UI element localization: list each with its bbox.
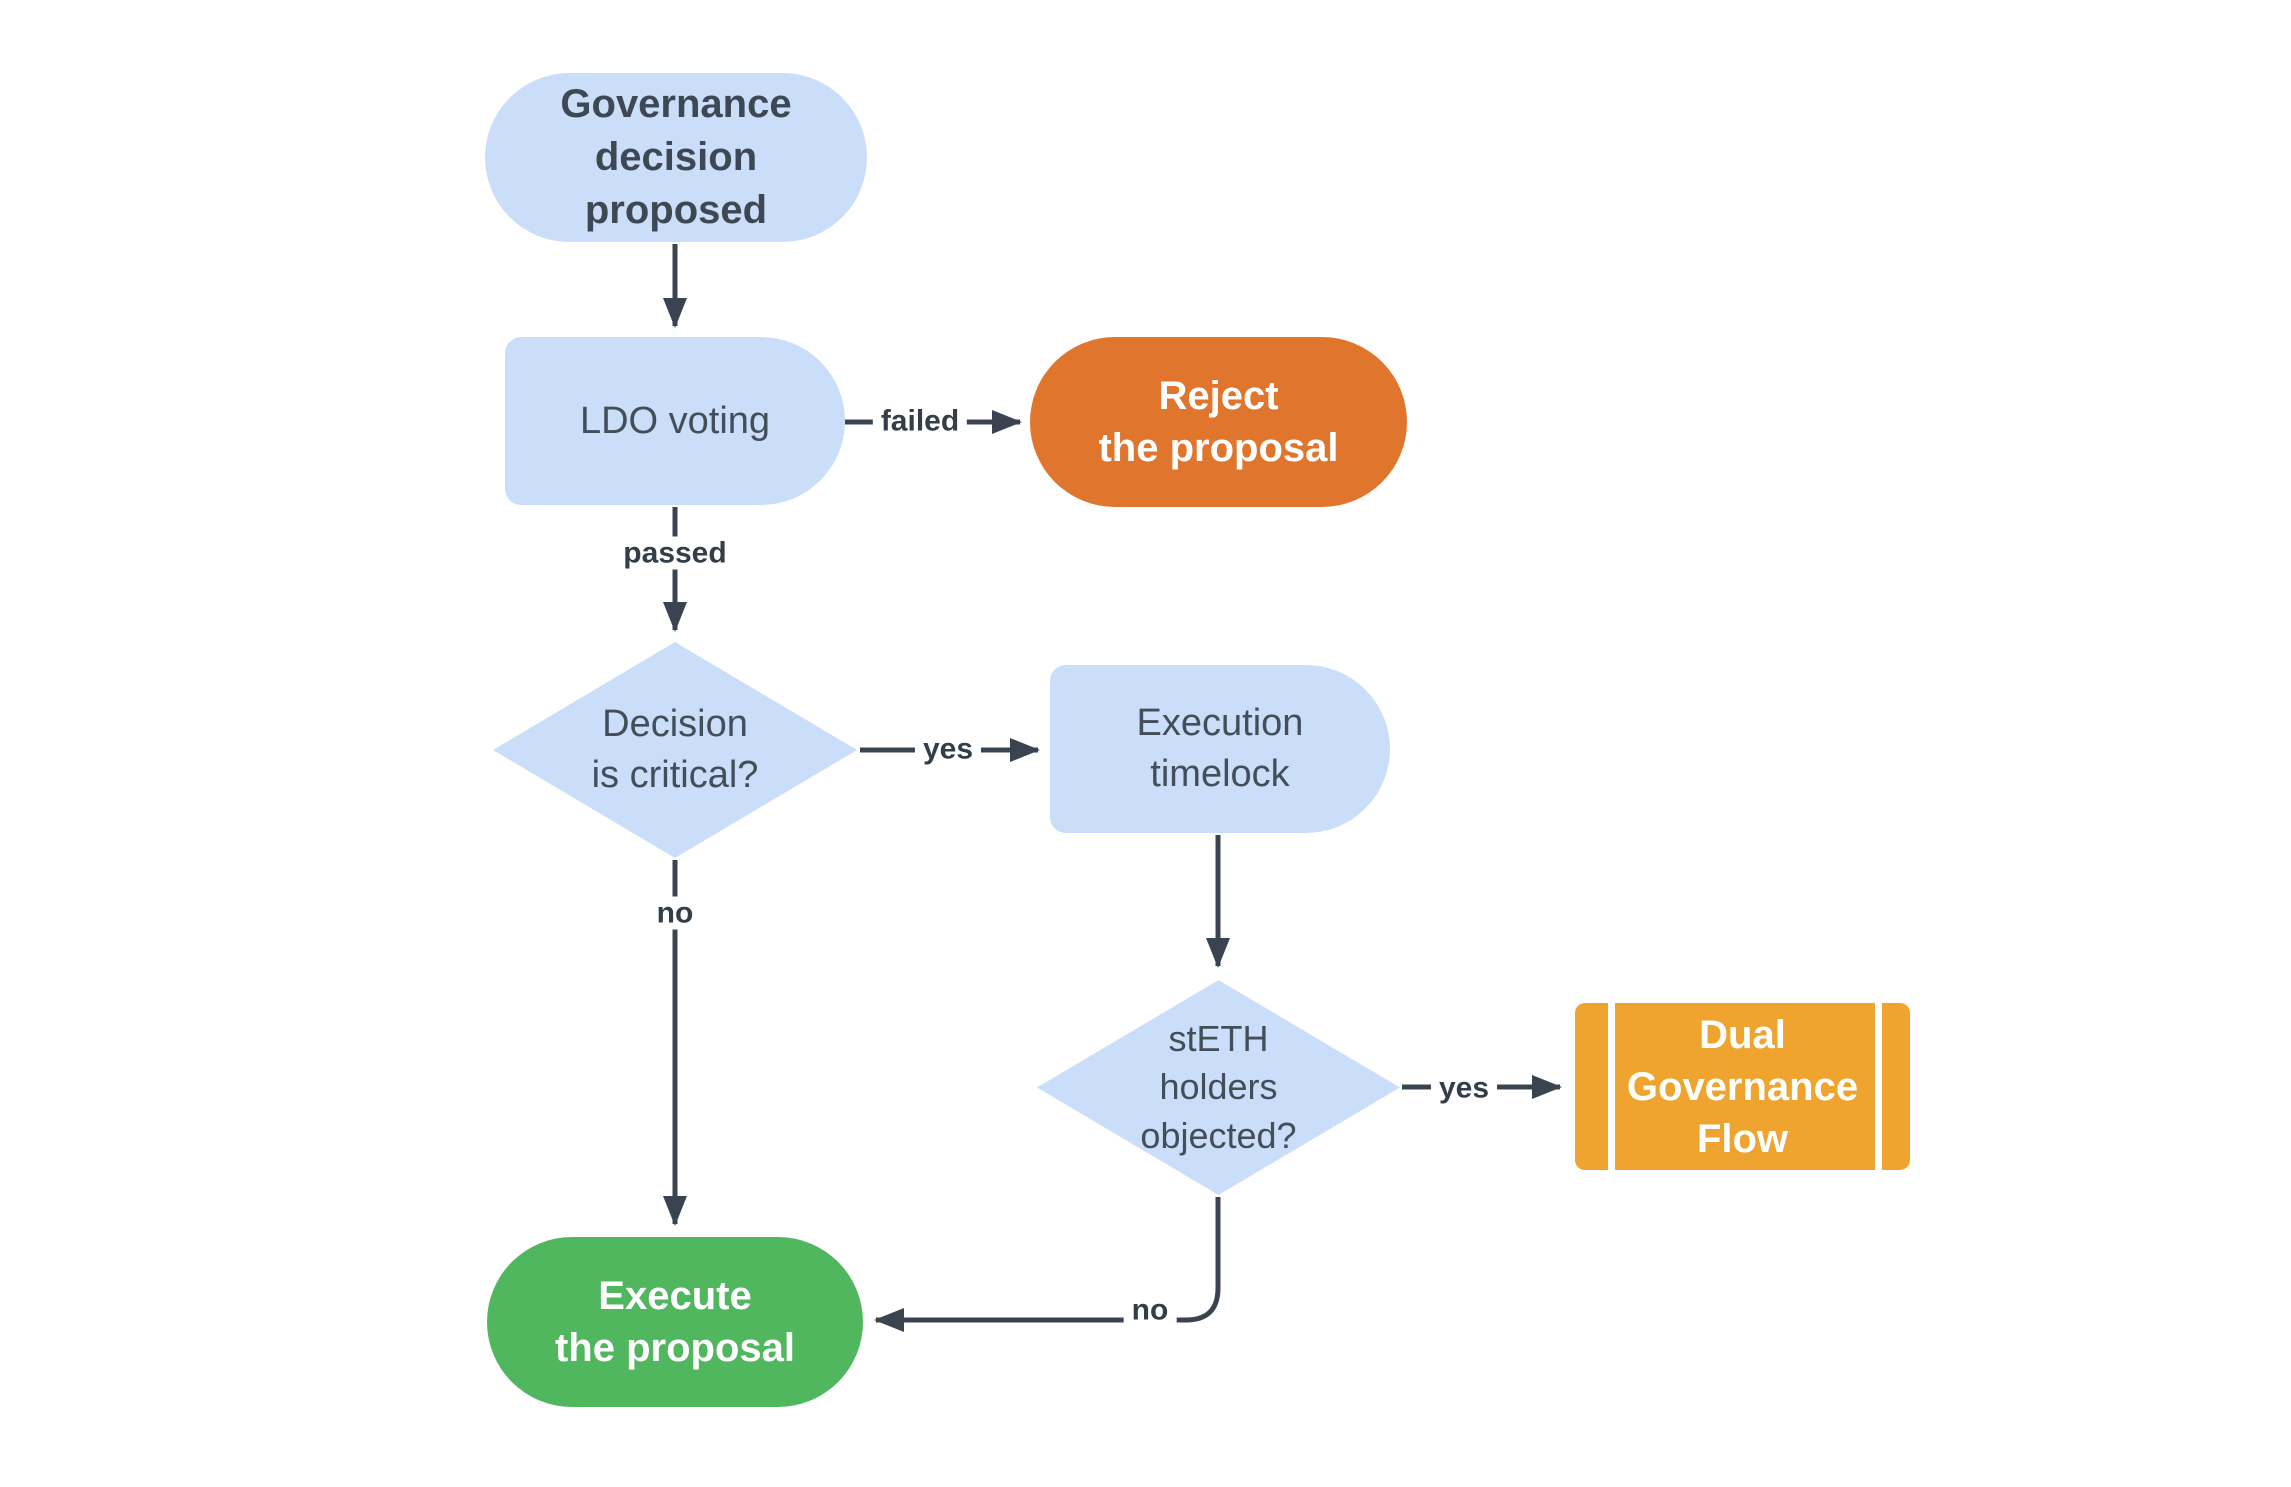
dual-governance-flow-label: Dual Governance Flow bbox=[1626, 1012, 1859, 1161]
edge-label-critical-yes: yes bbox=[914, 732, 982, 766]
edge-label-objected-no: no bbox=[1123, 1293, 1177, 1327]
node-dual-governance-flow: Dual Governance Flow bbox=[1575, 1003, 1910, 1170]
subroutine-bar-left bbox=[1608, 1003, 1615, 1170]
edge-steth-to-execute bbox=[874, 1197, 1221, 1332]
edge-label-objected-yes: yes bbox=[1430, 1071, 1498, 1105]
edge-label-passed: passed bbox=[615, 536, 735, 570]
subroutine-bar-right bbox=[1875, 1003, 1882, 1170]
node-reject-the-proposal: Reject the proposal bbox=[1030, 337, 1407, 507]
node-ldo-voting: LDO voting bbox=[505, 337, 845, 505]
node-execute-the-proposal: Execute the proposal bbox=[487, 1237, 863, 1407]
edge-label-failed: failed bbox=[872, 404, 968, 438]
node-governance-decision-proposed: Governance decision proposed bbox=[485, 73, 867, 242]
node-execution-timelock: Execution timelock bbox=[1050, 665, 1390, 833]
edge-label-critical-no: no bbox=[648, 896, 702, 930]
